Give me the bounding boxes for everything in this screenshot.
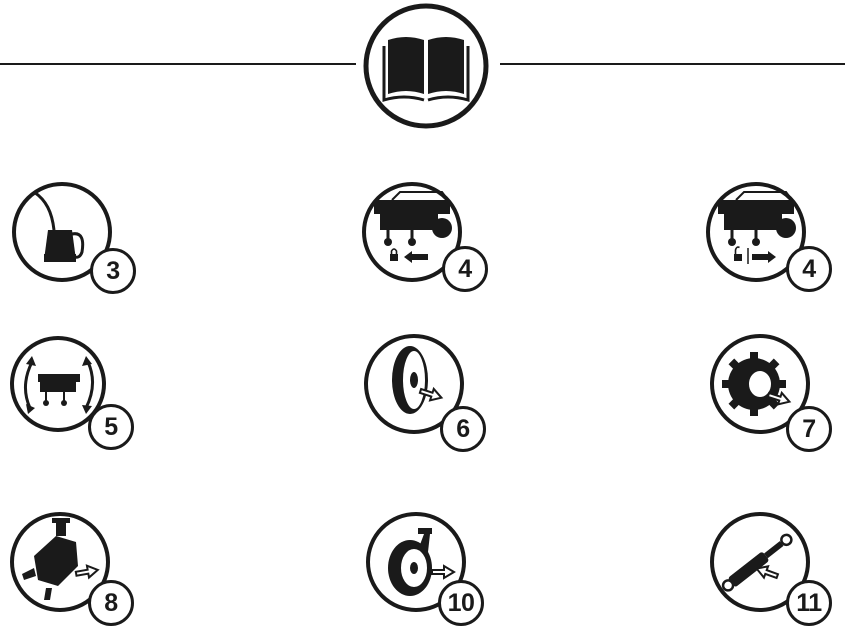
oil-can-icon (12, 182, 112, 282)
tile-disc-remove[interactable]: 6 (362, 334, 502, 464)
page-number-badge: 6 (440, 406, 486, 452)
tile-lock-machine[interactable]: 4 (362, 174, 502, 304)
page-number-badge: 5 (88, 404, 134, 450)
page-number-badge: 10 (438, 580, 484, 626)
disc-remove-icon (364, 334, 464, 434)
tile-wheel-remove[interactable]: 10 (362, 510, 502, 640)
page-number-badge: 8 (88, 580, 134, 626)
page-number: 10 (447, 589, 475, 617)
page-number: 5 (104, 413, 118, 441)
tile-rotate-machine[interactable]: 5 (6, 336, 146, 466)
page-number-badge: 11 (786, 580, 832, 626)
shock-absorber-remove-icon (710, 512, 810, 612)
lock-machine-icon (362, 182, 462, 282)
page-number: 7 (802, 415, 816, 443)
gearbox-remove-icon (10, 512, 110, 612)
tile-oil-can[interactable]: 3 (6, 182, 146, 312)
page-number: 4 (802, 255, 816, 283)
tile-unlock-machine[interactable]: 4 (706, 174, 845, 304)
page-number-badge: 4 (442, 246, 488, 292)
page-number: 6 (456, 415, 470, 443)
header-rule (0, 63, 845, 65)
rotate-machine-icon (10, 336, 106, 432)
page-number: 4 (458, 255, 472, 283)
tile-gearbox-remove[interactable]: 8 (6, 510, 146, 640)
page-number-badge: 3 (90, 248, 136, 294)
sprocket-remove-icon (710, 334, 810, 434)
page-number-badge: 7 (786, 406, 832, 452)
page-number: 8 (104, 589, 118, 617)
tile-sprocket-remove[interactable]: 7 (706, 334, 845, 464)
wheel-remove-icon (366, 512, 466, 612)
page-number: 11 (796, 589, 822, 617)
page-number: 3 (106, 257, 120, 285)
unlock-machine-icon (706, 182, 806, 282)
tile-shock-absorber-remove[interactable]: 11 (706, 510, 845, 640)
manual-book-icon[interactable] (362, 2, 492, 132)
page-number-badge: 4 (786, 246, 832, 292)
